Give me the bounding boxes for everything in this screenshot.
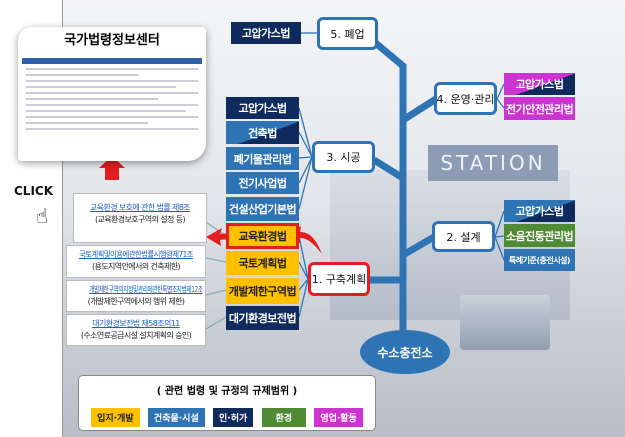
station-illustration <box>460 295 550 350</box>
ref-note: (교육환경보호구역의 설정 등) <box>94 215 186 224</box>
stage-5-closure[interactable]: 5. 폐업 <box>317 17 378 50</box>
legend-item-business: 영업·활동 <box>314 408 363 427</box>
ref-link[interactable]: 개발제한구역의지정및관리에관한특별조치법제12조 <box>89 285 203 294</box>
law-national-land-planning[interactable]: 국토계획법 <box>226 251 299 275</box>
law-portal-thumbnail[interactable]: 국가법령정보센터 <box>18 27 206 161</box>
legend-title: ( 관련 법령 및 규정의 규제범위 ) <box>156 386 298 397</box>
ref-link[interactable]: 교육환경 보호에 관한 법률 제8조 <box>89 203 191 212</box>
legend-item-buildings: 건축물·시설 <box>147 408 205 427</box>
station-sign-image: STATION <box>428 145 558 181</box>
law-education-environment[interactable]: 교육환경법 <box>226 223 299 249</box>
divider <box>62 0 63 437</box>
ref-link[interactable]: 국토계획및이용에관한법률시행령제71조 <box>79 250 194 259</box>
law-waste-management[interactable]: 폐기물관리법 <box>226 147 299 170</box>
ref-note: (용도지역안에서의 건축제한) <box>91 262 181 271</box>
thumbnail-navbar <box>22 58 202 64</box>
ref-education-env[interactable]: 교육환경 보호에 관한 법률 제8조 (교육환경보호구역의 설정 등) <box>73 193 207 243</box>
law-high-pressure-gas[interactable]: 고압가스법 <box>231 22 301 44</box>
hydrogen-station-hub: 수소충전소 <box>360 330 450 374</box>
thumbnail-title: 국가법령정보센터 <box>64 33 160 48</box>
ref-note: (개발제한구역에서의 행위 제한) <box>87 297 185 306</box>
law-noise-vibration[interactable]: 소음진동관리법 <box>504 224 575 247</box>
pointer-hand-icon: ☝ <box>36 204 49 228</box>
ref-land-planning[interactable]: 국토계획및이용에관한법률시행령제71조 (용도지역안에서의 건축제한) <box>66 245 206 278</box>
click-label: CLICK <box>14 184 54 198</box>
law-development-restriction[interactable]: 개발제한구역법 <box>226 278 299 304</box>
legend-item-siting: 입지·개발 <box>91 408 140 427</box>
stage-3-construction[interactable]: 3. 시공 <box>312 141 375 173</box>
law-construction-industry[interactable]: 건설산업기본법 <box>226 197 299 221</box>
law-electrical-safety[interactable]: 전기안전관리법 <box>504 97 575 120</box>
stage-1-planning[interactable]: 1. 구축계획 <box>308 262 370 296</box>
law-electricity-business[interactable]: 전기사업법 <box>226 172 299 194</box>
stage-2-design[interactable]: 2. 설계 <box>432 221 495 252</box>
stage-4-operation[interactable]: 4. 운영·관리 <box>434 82 497 115</box>
law-high-pressure-gas[interactable]: 고압가스법 <box>226 97 299 119</box>
legend: ( 관련 법령 및 규정의 규제범위 ) 입지·개발 건축물·시설 인·허가 환… <box>78 375 376 431</box>
ref-note: (수소연료공급시설 설치계획의 승인) <box>80 331 192 340</box>
law-high-pressure-gas[interactable]: 고압가스법 <box>504 73 575 95</box>
ref-greenbelt[interactable]: 개발제한구역의지정및관리에관한특별조치법제12조 (개발제한구역에서의 행위 제한… <box>66 280 206 312</box>
ref-air-quality[interactable]: 대기환경보전법 제58조의11 (수소연료공급시설 설치계획의 승인) <box>66 314 206 346</box>
ref-link[interactable]: 대기환경보전법 제58조의11 <box>92 319 180 328</box>
law-building-act[interactable]: 건축법 <box>226 121 299 144</box>
legend-item-permits: 인·허가 <box>213 408 254 427</box>
law-high-pressure-gas[interactable]: 고압가스법 <box>504 200 575 222</box>
law-air-quality[interactable]: 대기환경보전법 <box>226 306 299 330</box>
law-special-standard-charging[interactable]: 특례기준(충전시설) <box>504 249 575 271</box>
legend-item-environment: 환경 <box>261 408 307 427</box>
